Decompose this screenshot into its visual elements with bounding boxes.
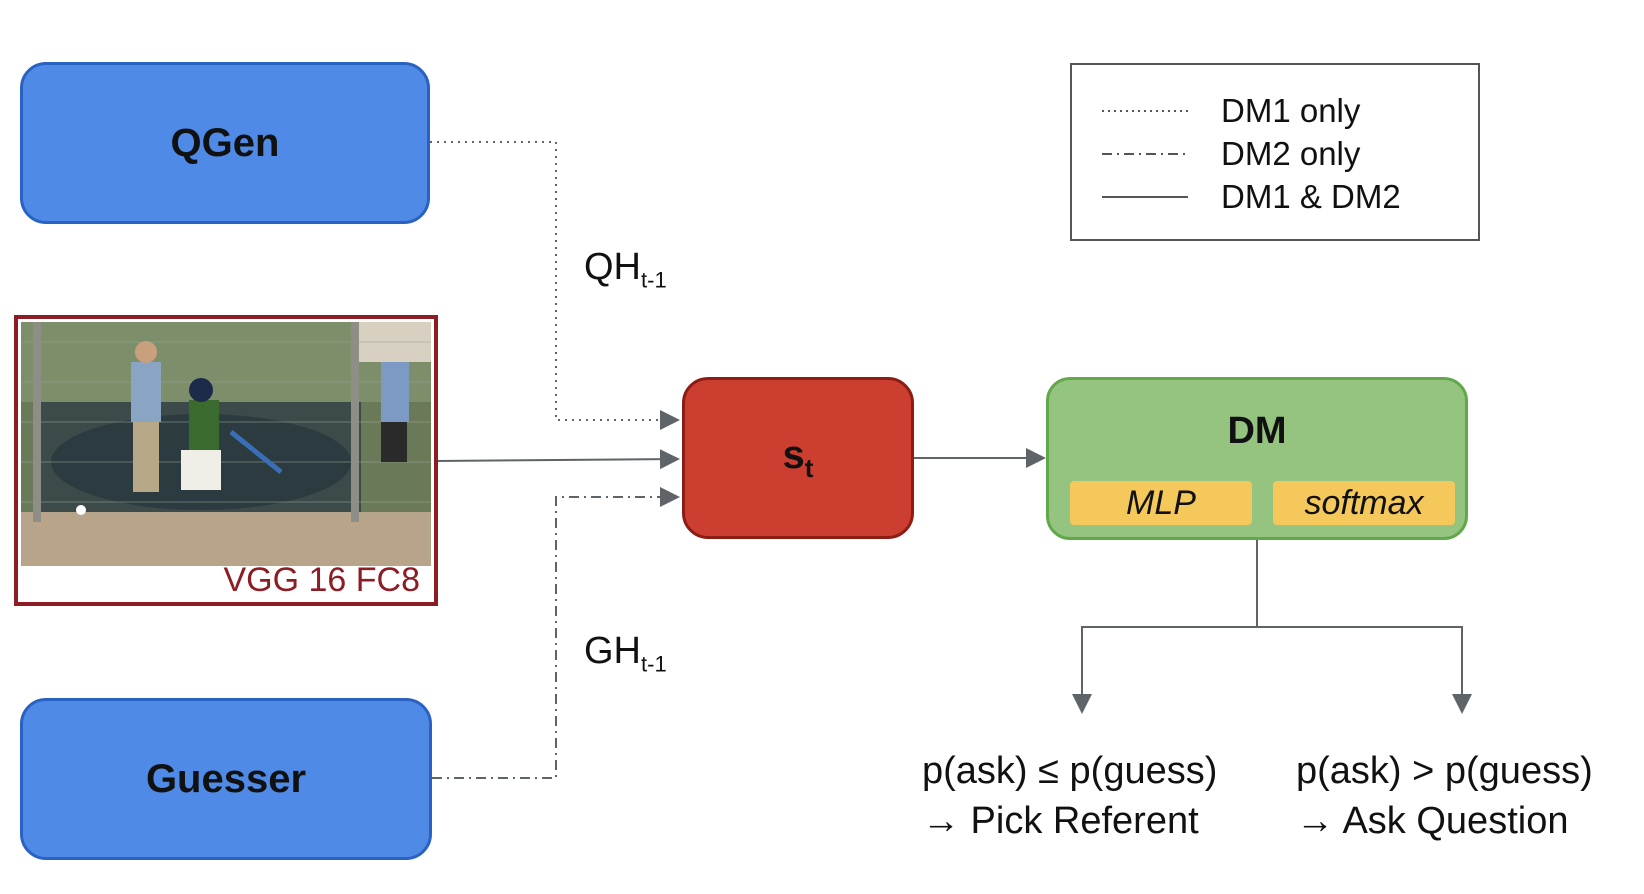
left-condition: p(ask) ≤ p(guess) — [922, 750, 1218, 792]
dm-title: DM — [1227, 410, 1287, 452]
state-subscript: t — [804, 452, 814, 483]
softmax-label: softmax — [1304, 483, 1424, 522]
guesser-label: Guesser — [145, 756, 307, 801]
qh-subscript: t-1 — [641, 267, 667, 293]
qh-edge-label: QHt-1 — [584, 246, 667, 294]
guesser-edge — [432, 487, 680, 779]
gh-edge-label: GHt-1 — [584, 630, 667, 678]
gh-main: GH — [584, 630, 641, 672]
outcome-ask-question: p(ask) > p(guess) → Ask Question — [1296, 746, 1593, 846]
right-condition: p(ask) > p(guess) — [1296, 750, 1593, 792]
right-action: → Ask Question — [1296, 800, 1569, 842]
legend-solid-label: DM1 & DM2 — [1221, 178, 1401, 215]
dm-node: DM MLP softmax — [1046, 377, 1468, 540]
image-edge — [435, 449, 680, 470]
qgen-label: QGen — [170, 120, 280, 165]
guesser-node: Guesser — [20, 698, 432, 860]
legend-swatches — [1102, 110, 1188, 198]
state-label: st — [783, 433, 814, 484]
branch-left-edge — [1072, 626, 1257, 714]
qh-main: QH — [584, 246, 641, 288]
branch-right-edge — [1257, 626, 1472, 714]
qgen-node: QGen — [20, 62, 430, 224]
qgen-edge — [430, 141, 680, 430]
legend-dotted-label: DM1 only — [1221, 92, 1361, 129]
state-node: st — [682, 377, 914, 539]
image-node: VGG 16 FC8 — [14, 315, 438, 606]
outcome-pick-referent: p(ask) ≤ p(guess) → Pick Referent — [922, 746, 1217, 846]
mlp-block: MLP — [1070, 481, 1252, 525]
mlp-label: MLP — [1126, 483, 1196, 522]
gh-subscript: t-1 — [641, 651, 667, 677]
state-main: s — [782, 432, 805, 477]
left-action: → Pick Referent — [922, 800, 1199, 842]
legend-dashdot-label: DM2 only — [1221, 135, 1361, 172]
image-label: VGG 16 FC8 — [223, 561, 420, 599]
baseball-photo — [21, 322, 431, 566]
legend: DM1 only DM2 only DM1 & DM2 — [1070, 63, 1480, 241]
softmax-block: softmax — [1273, 481, 1455, 525]
